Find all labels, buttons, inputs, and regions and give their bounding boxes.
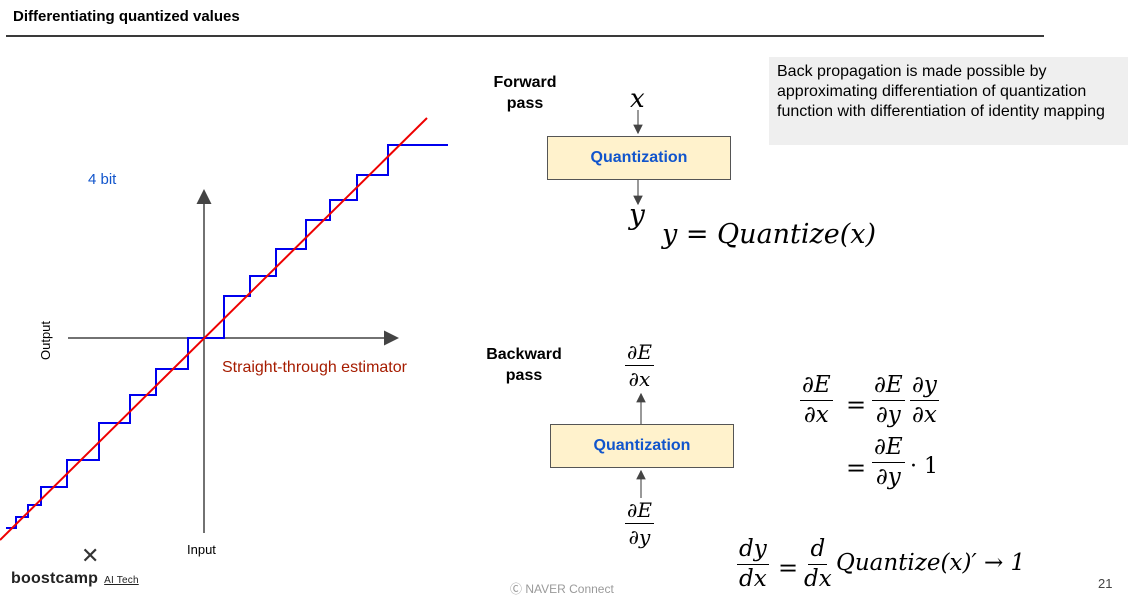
deriv-lhs-num: dy <box>737 536 769 566</box>
backward-bottom-denominator: ∂y <box>628 525 651 549</box>
backward-bottom-numerator: ∂E <box>625 498 654 524</box>
logo-mark-icon: ✕ <box>81 544 100 569</box>
forward-equation: y = Quantize(x) <box>662 219 877 250</box>
chain-equals-2: = <box>846 454 867 482</box>
page-number: 21 <box>1098 576 1113 591</box>
quantized-staircase <box>6 144 448 529</box>
chain-r2: ∂E ∂y <box>872 434 905 491</box>
chain-r2-tail: · 1 <box>910 454 938 479</box>
logo-text: boostcamp <box>11 570 99 587</box>
y-axis-label: Output <box>38 320 54 361</box>
chain-lhs: ∂E ∂x <box>800 372 833 429</box>
deriv-equals: = <box>778 554 799 582</box>
y-axis-label-wrap: Output <box>36 318 54 364</box>
ste-label: Straight-through estimator <box>222 359 407 376</box>
deriv-d: d dx <box>802 536 834 593</box>
backward-output-gradient: ∂E ∂x <box>625 341 654 390</box>
forward-output-symbol: y <box>629 198 645 231</box>
explanation-callout: Back propagation is made possible by app… <box>769 57 1128 145</box>
x-axis-label: Input <box>187 542 216 557</box>
deriv-tail: Quantize(x)′ → 1 <box>836 550 1026 576</box>
deriv-d-num: d <box>808 536 828 566</box>
backward-pass-label: Backward pass <box>486 346 562 384</box>
chain-r2-num: ∂E <box>872 434 905 464</box>
identity-line <box>0 117 428 541</box>
chain-r1b-den: ∂x <box>912 402 937 429</box>
backward-top-numerator: ∂E <box>625 340 654 366</box>
chain-equals-1: = <box>846 391 867 419</box>
footer-credit: Ⓒ NAVER Connect <box>510 582 614 596</box>
chain-r1a-num: ∂E <box>872 372 905 402</box>
backward-input-gradient: ∂E ∂y <box>625 499 654 548</box>
forward-input-symbol: x <box>630 84 645 114</box>
chain-r1b-num: ∂y <box>910 372 939 402</box>
quantization-graph <box>0 117 448 541</box>
deriv-d-den: dx <box>804 566 832 593</box>
backward-top-denominator: ∂x <box>628 367 651 391</box>
forward-pass-label: Forward pass <box>493 74 557 112</box>
chain-r2-den: ∂y <box>875 464 901 491</box>
chain-r1a: ∂E ∂y <box>872 372 905 429</box>
title-divider <box>6 35 1044 37</box>
bit-depth-label: 4 bit <box>88 171 117 188</box>
forward-quantization-box: Quantization <box>547 136 731 180</box>
chain-r1a-den: ∂y <box>875 402 901 429</box>
boostcamp-logo: boostcamp AI Tech <box>11 570 139 588</box>
deriv-lhs-den: dx <box>739 566 767 593</box>
chain-r1b: ∂y ∂x <box>910 372 939 429</box>
chain-lhs-den: ∂x <box>803 402 829 429</box>
logo-subtext: AI Tech <box>104 575 139 586</box>
deriv-lhs: dy dx <box>737 536 769 593</box>
slide-title: Differentiating quantized values <box>13 8 240 25</box>
backward-quantization-box: Quantization <box>550 424 734 468</box>
chain-lhs-num: ∂E <box>800 372 833 402</box>
